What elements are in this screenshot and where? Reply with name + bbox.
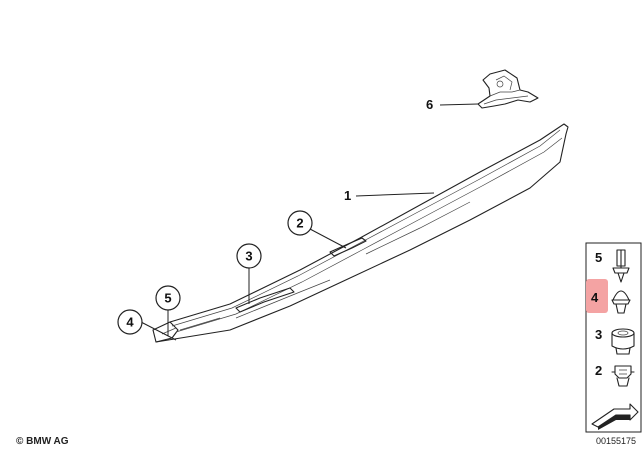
callout-4-label: 4 <box>126 315 134 330</box>
grommet-icon <box>611 328 635 355</box>
arrow-symbol-icon <box>588 398 639 430</box>
legend-label-3: 3 <box>595 327 602 342</box>
leader-4 <box>140 321 177 341</box>
callout-4: 4 <box>117 309 143 335</box>
callout-5-label: 5 <box>164 291 171 306</box>
callout-2-label: 2 <box>296 216 303 231</box>
legend-label-4: 4 <box>591 290 599 305</box>
leader-1 <box>355 192 435 197</box>
leader-6 <box>439 103 479 106</box>
legend-label-2: 2 <box>595 363 602 378</box>
legend-highlight <box>586 279 608 313</box>
callout-1: 1 <box>344 188 351 203</box>
legend-label-5: 5 <box>595 250 602 265</box>
push-rivet-icon <box>612 249 630 283</box>
callout-3-label: 3 <box>245 249 252 264</box>
expanding-clip-icon <box>611 290 631 314</box>
spring-clip-icon <box>611 365 635 387</box>
callout-5: 5 <box>155 285 181 311</box>
leader-2 <box>309 228 347 249</box>
bracket-part <box>477 69 539 109</box>
copyright-text: © BMW AG <box>16 436 69 447</box>
callout-6: 6 <box>426 97 433 112</box>
callout-2: 2 <box>287 210 313 236</box>
small-parts-legend: 5 4 3 2 <box>585 242 642 433</box>
sill-cover-part <box>152 123 569 343</box>
diagram-number: 00155175 <box>596 436 636 446</box>
callout-3: 3 <box>236 243 262 269</box>
